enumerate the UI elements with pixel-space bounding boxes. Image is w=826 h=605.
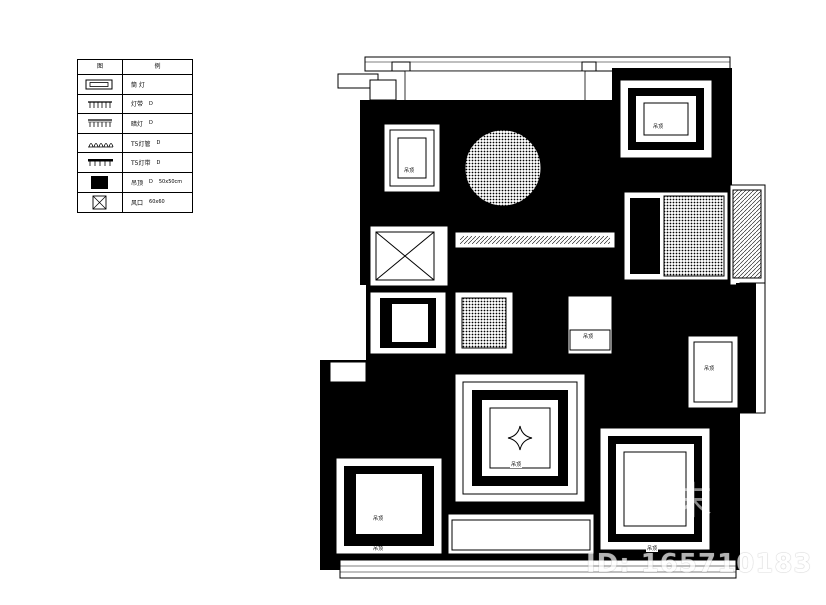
room-label: 吊顶 xyxy=(372,546,385,552)
room-mid-pattern xyxy=(454,291,514,355)
legend-header: 图 例 xyxy=(78,60,192,75)
room-right-pattern xyxy=(623,191,729,281)
room-bottom-left xyxy=(335,457,443,555)
legend-desc: T5灯带 xyxy=(131,160,151,168)
dark-strip-icon xyxy=(78,114,123,133)
watermark-logo: 知末 xyxy=(632,479,717,523)
wall-lamp-icon xyxy=(78,133,123,153)
room-living xyxy=(454,373,586,503)
legend-row: 灯带 D xyxy=(78,94,192,115)
legend-row: T5灯管 D xyxy=(78,133,192,154)
legend-header-symbol: 图 xyxy=(78,60,123,74)
legend-desc: 风口 xyxy=(131,199,144,207)
legend-row: T5灯带 D xyxy=(78,153,192,173)
room-label: 吊顶 xyxy=(510,462,523,468)
legend-desc: 暗灯 xyxy=(131,120,144,128)
legend-row: 风口 60x60 xyxy=(78,192,192,213)
legend-desc: 吊顶 xyxy=(131,179,144,187)
legend-desc: 灯带 xyxy=(131,101,144,109)
room-label: 吊顶 xyxy=(703,366,716,372)
room-label: 吊顶 xyxy=(652,124,665,130)
legend-row: 筒 灯 xyxy=(78,75,192,95)
room-bottom-right xyxy=(599,427,711,551)
room-top-left xyxy=(383,123,441,193)
vent-icon xyxy=(78,192,123,213)
room-cross-box xyxy=(369,225,449,287)
solid-fill-icon xyxy=(78,172,123,192)
watermark-id: ID: 165710183 xyxy=(586,549,813,579)
legend-row: 吊顶 D 50x50cm xyxy=(78,172,192,193)
room-mid-strip xyxy=(567,295,613,355)
legend-note: D xyxy=(149,120,153,127)
legend-note: D xyxy=(149,100,153,107)
strip-light-icon xyxy=(78,94,123,114)
room-right-mid xyxy=(687,335,739,409)
spot-strip-icon xyxy=(78,153,123,172)
room-top-right xyxy=(619,79,713,159)
room-label: 吊顶 xyxy=(646,546,659,552)
bottom-wall xyxy=(339,513,737,579)
legend-desc: T5灯管 xyxy=(131,140,151,148)
legend-note: D xyxy=(149,179,153,186)
legend-note: D xyxy=(156,140,161,147)
legend-header-desc: 例 xyxy=(154,63,161,70)
legend-fill-note: 50x50cm xyxy=(158,179,183,186)
room-mid-left xyxy=(369,291,447,355)
legend-table: 图 例 筒 灯 灯带 D 暗灯 D T5灯管 D T5灯带 D xyxy=(77,59,193,213)
ceiling-light-icon xyxy=(78,75,123,94)
room-label: 吊顶 xyxy=(582,334,595,340)
round-ceiling xyxy=(448,118,558,218)
top-annotation xyxy=(329,73,397,383)
legend-row: 暗灯 D xyxy=(78,114,192,134)
top-wall xyxy=(364,56,731,102)
legend-note: 60x60 xyxy=(149,199,165,206)
room-label: 吊顶 xyxy=(372,516,385,522)
room-label: 吊顶 xyxy=(403,168,416,174)
legend-note: D xyxy=(156,159,161,166)
legend-desc: 筒 灯 xyxy=(131,81,145,89)
